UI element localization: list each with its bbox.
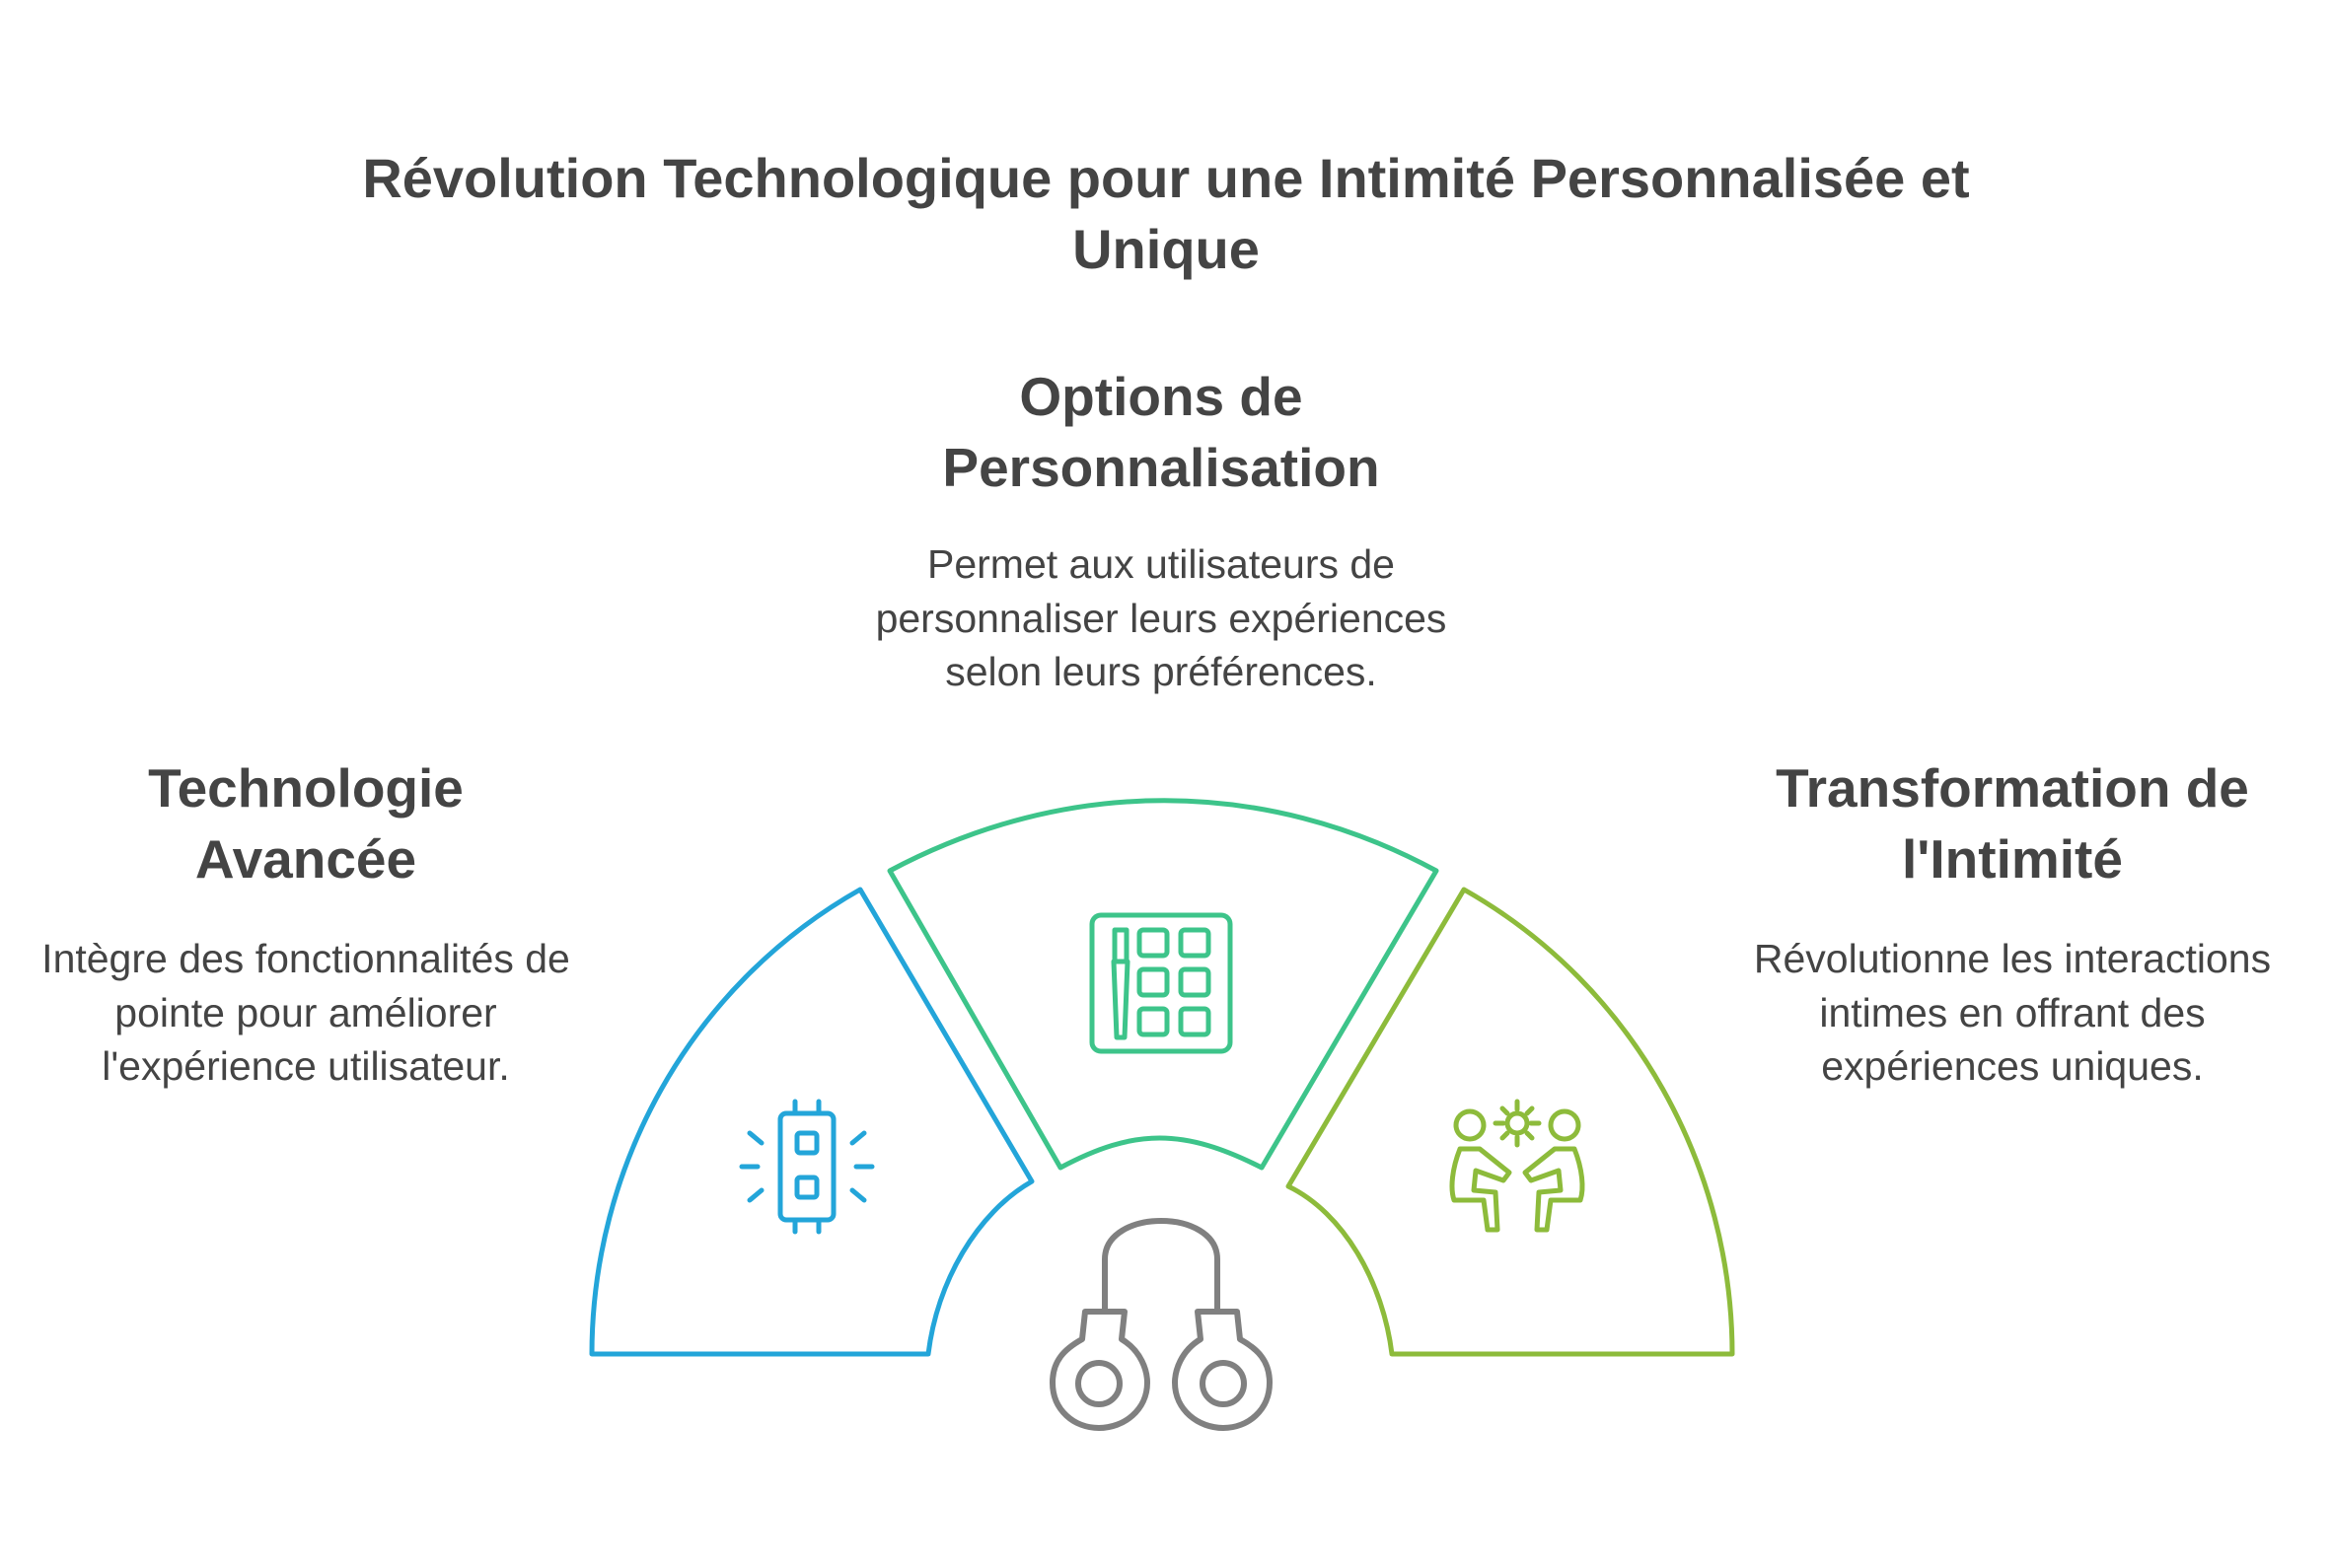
makeup-palette-icon [1089,912,1233,1054]
couple-interaction-icon [1449,1099,1585,1233]
segment-top-heading: Options de Personnalisation [942,366,1380,498]
segment-right-shape [1285,887,1735,1357]
segment-right-heading: Transformation de l'Intimité [1776,757,2249,890]
segment-right-description: Révolutionne les interactions intimes en… [1753,936,2272,1089]
segment-left-shape [589,887,1035,1357]
segment-top-shape [887,798,1439,1171]
segment-left-description: Intègre des fonctionnalités de pointe po… [41,936,570,1089]
diagram-title: Révolution Technologique pour une Intimi… [362,147,1970,280]
microchip-icon [739,1099,875,1235]
handcuffs-icon [1050,1218,1273,1431]
segment-top-description: Permet aux utilisateurs de personnaliser… [875,541,1447,694]
segment-left-heading: Technologie Avancée [148,757,464,890]
